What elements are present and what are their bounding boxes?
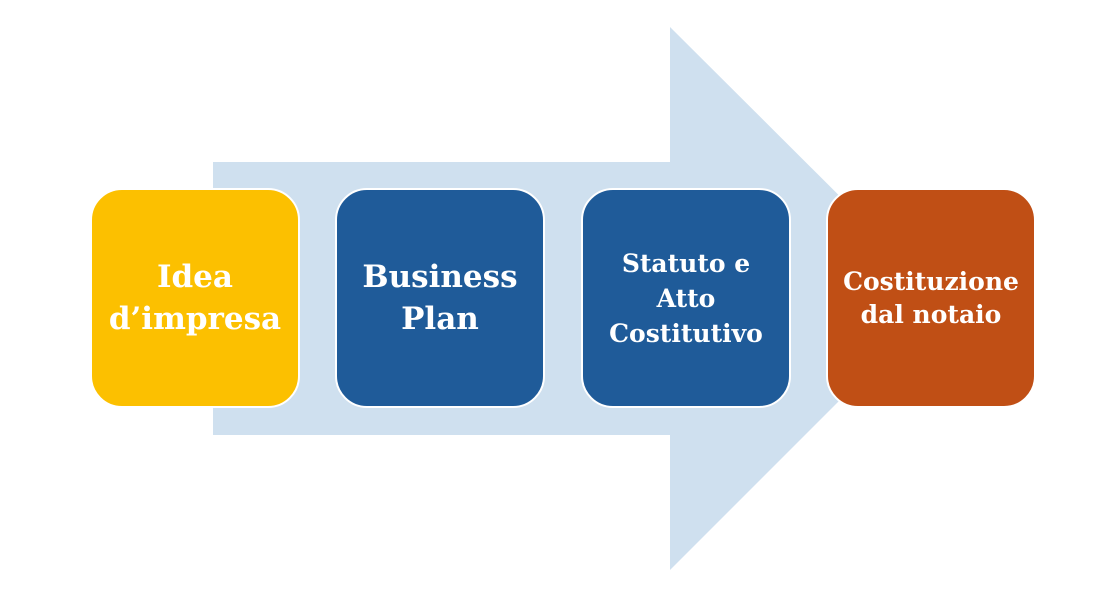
step-label: Statuto e Atto Costitutivo	[609, 248, 763, 348]
arrow-shape	[213, 27, 942, 570]
step-statuto-atto: Statuto e Atto Costitutivo	[581, 188, 791, 408]
step-idea-impresa: Idea d’impresa	[90, 188, 300, 408]
step-label: Costituzione dal notaio	[843, 267, 1019, 329]
step-label: Idea d’impresa	[108, 259, 282, 337]
step-costituzione-notaio: Costituzione dal notaio	[826, 188, 1036, 408]
step-business-plan: Business Plan	[335, 188, 545, 408]
step-label: Business Plan	[362, 259, 518, 337]
